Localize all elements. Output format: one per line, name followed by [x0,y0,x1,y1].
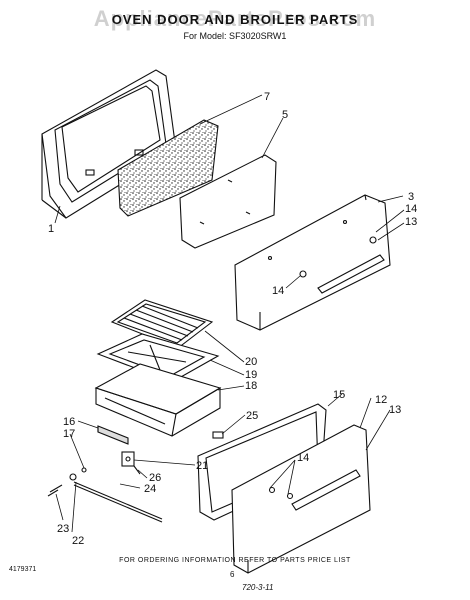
diagram-subtitle: For Model: SF3020SRW1 [183,31,287,41]
page-number: 6 [230,570,235,579]
watermark: AppliancePartsPros.com [93,6,377,31]
callout-5: 5 [282,109,288,121]
document-number: 4179371 [9,566,37,573]
callout-1: 1 [48,223,54,235]
callout-17: 17 [63,428,75,440]
callout-13-upper: 13 [405,216,417,228]
outer-door-panel [234,194,391,331]
callout-24: 24 [144,483,156,495]
callout-labels: 1 3 5 7 12 13 13 14 14 14 15 16 17 18 19… [48,91,417,547]
callout-22: 22 [72,535,84,547]
callout-23: 23 [57,523,69,535]
callout-16: 16 [63,416,75,428]
callout-21: 21 [196,460,208,472]
inner-glass [179,154,277,249]
ordering-footer: FOR ORDERING INFORMATION REFER TO PARTS … [119,557,351,564]
leader-lines [54,94,405,533]
callout-15: 15 [333,389,345,401]
callout-13-lower: 13 [389,404,401,416]
callout-12: 12 [375,394,387,406]
broiler-outer-panel [231,424,371,574]
drawer-rail [97,425,129,445]
broiler-grid [110,299,214,349]
callout-19: 19 [245,369,257,381]
insulation [117,119,219,217]
callout-20: 20 [245,356,257,368]
callout-26: 26 [149,472,161,484]
diagram-title: OVEN DOOR AND BROILER PARTS [111,12,359,27]
clip [212,431,224,439]
callout-25: 25 [246,410,258,422]
callout-14-upper: 14 [405,203,417,215]
callout-7: 7 [264,91,270,103]
revision-code: 720-3-11 [242,583,274,592]
broiler-drawer [94,363,222,437]
callout-18: 18 [245,380,257,392]
callout-14-lower: 14 [297,452,309,464]
callout-14-middle: 14 [272,285,284,297]
callout-3: 3 [408,191,414,203]
latch-bracket [121,451,141,475]
